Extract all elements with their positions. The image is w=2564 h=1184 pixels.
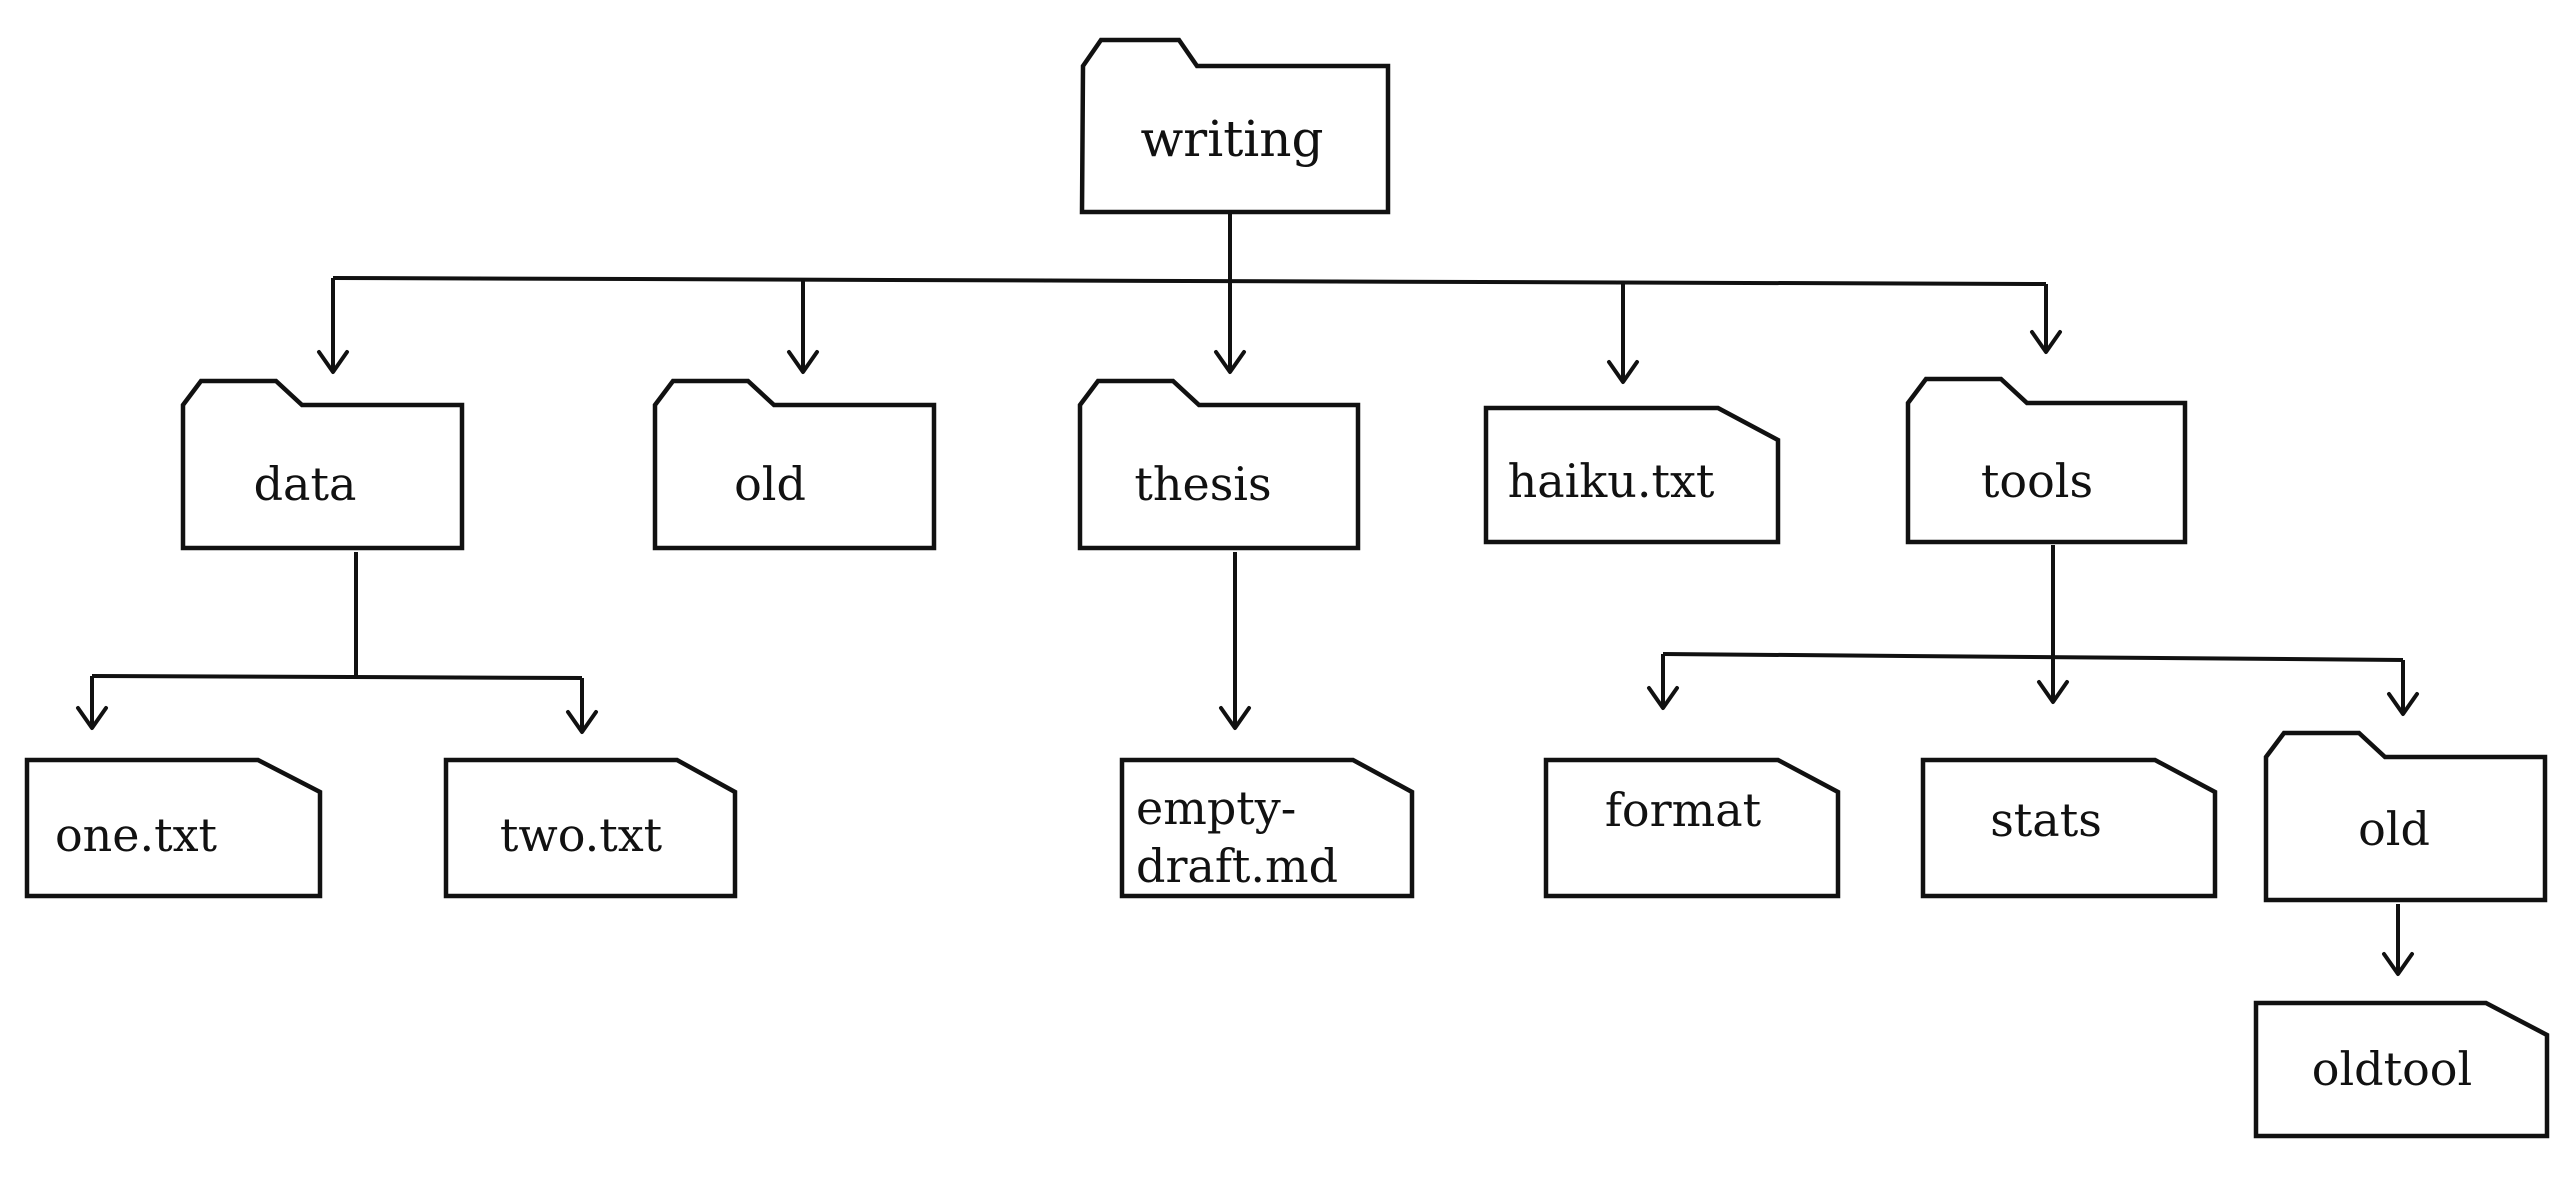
arrowhead-format [1647, 686, 1679, 710]
node-label-line-2: draft.md [1136, 839, 1338, 893]
edge-tools-bus [1662, 652, 2404, 662]
node-label-line-1: empty- [1136, 781, 1296, 835]
file-icon [2253, 1000, 2550, 1139]
folder-node-tools[interactable]: tools [1905, 376, 2188, 545]
file-icon [1483, 405, 1781, 545]
arrowhead-two [566, 710, 598, 734]
node-label: writing [1141, 110, 1324, 168]
folder-icon [180, 378, 465, 551]
connectors [76, 212, 2419, 976]
node-label: haiku.txt [1508, 454, 1715, 508]
arrowhead-thesis [1214, 350, 1246, 374]
file-icon [443, 757, 738, 899]
node-label: data [254, 457, 357, 511]
folder-node-old[interactable]: old [652, 378, 937, 551]
folder-icon [1077, 378, 1361, 551]
arrowhead-oldtool [2382, 952, 2414, 976]
file-node-one[interactable]: one.txt [24, 757, 323, 899]
arrowhead-data [317, 350, 349, 374]
file-node-haiku[interactable]: haiku.txt [1483, 405, 1781, 545]
node-label: old [2358, 802, 2430, 856]
file-node-oldtool[interactable]: oldtool [2253, 1000, 2550, 1139]
edge-data-bus [91, 674, 583, 680]
arrowhead-one [76, 706, 108, 730]
folder-icon [652, 378, 937, 551]
file-icon [1920, 757, 2218, 899]
folder-icon [2263, 730, 2548, 903]
node-label: thesis [1134, 457, 1271, 511]
node-label: old [734, 457, 806, 511]
edge-writing-bus [332, 276, 2047, 286]
folder-icon [1079, 37, 1391, 215]
node-label: two.txt [500, 808, 663, 862]
file-node-format[interactable]: format [1543, 757, 1841, 899]
arrowhead-haiku [1607, 360, 1639, 384]
file-icon [24, 757, 323, 899]
folder-node-thesis[interactable]: thesis [1077, 378, 1361, 551]
arrowhead-tools-old [2387, 692, 2419, 716]
folder-icon [1905, 376, 2188, 545]
file-node-two[interactable]: two.txt [443, 757, 738, 899]
node-label: stats [1990, 793, 2102, 847]
node-label: tools [1981, 454, 2093, 508]
arrowhead-tools [2030, 330, 2062, 354]
file-icon [1543, 757, 1841, 899]
node-label: oldtool [2312, 1042, 2472, 1096]
node-label: format [1605, 783, 1762, 837]
folder-node-data[interactable]: data [180, 378, 465, 551]
file-node-empty-draft[interactable]: empty- draft.md [1119, 757, 1415, 899]
folder-node-tools-old[interactable]: old [2263, 730, 2548, 903]
arrowhead-draft [1219, 706, 1251, 730]
file-node-stats[interactable]: stats [1920, 757, 2218, 899]
arrowhead-stats [2037, 680, 2069, 704]
folder-node-writing[interactable]: writing [1079, 37, 1391, 215]
node-label: one.txt [55, 808, 218, 862]
arrowhead-old [787, 350, 819, 374]
file-icon [1119, 757, 1415, 899]
